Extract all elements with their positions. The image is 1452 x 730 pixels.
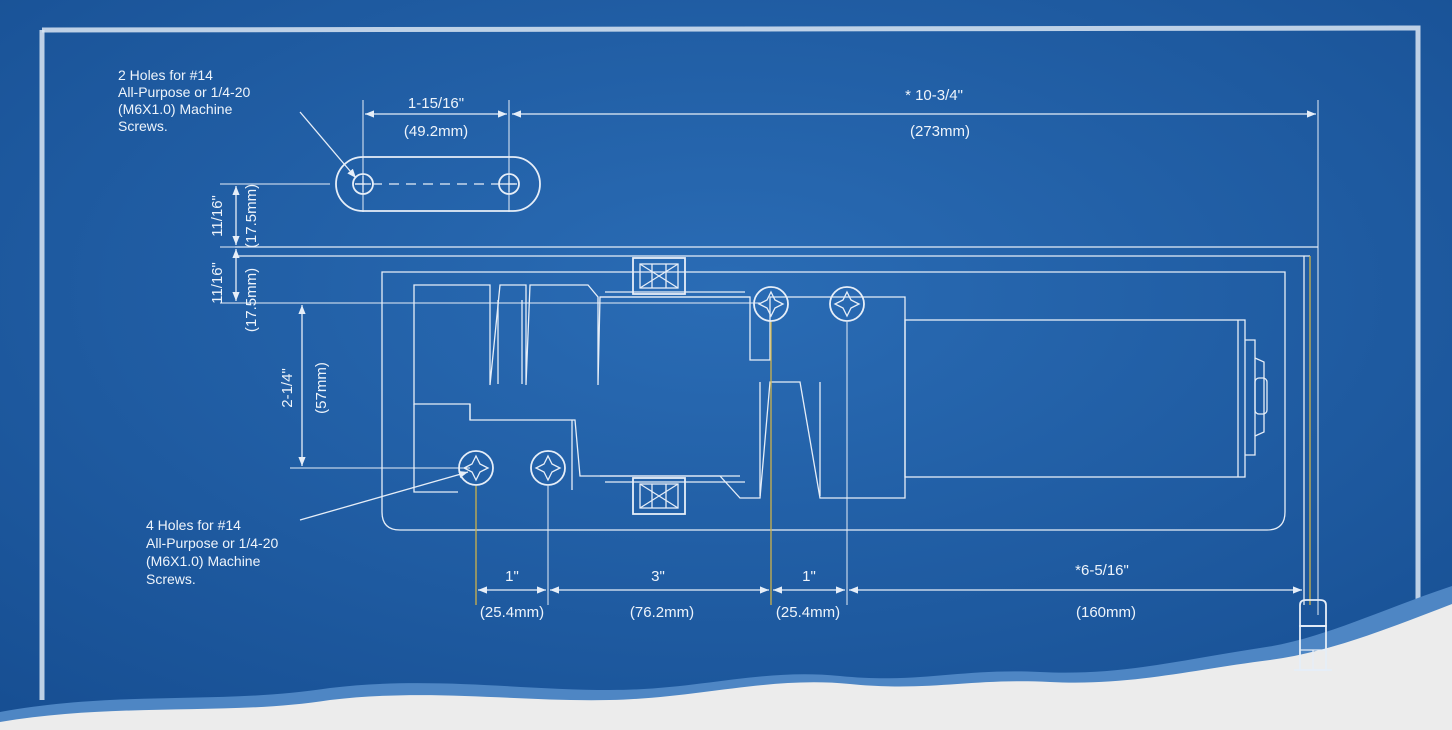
pinion-bottom: [632, 477, 686, 515]
dimension-slot-width: 1-15/16" (49.2mm): [362, 95, 510, 212]
note-bottom-line-3: (M6X1.0) Machine: [146, 553, 261, 569]
frame-border: [41, 25, 1421, 640]
dim-spacing-1-metric: (25.4mm): [480, 604, 544, 621]
note-top-line-3: (M6X1.0) Machine: [118, 101, 233, 117]
note-top-line-2: All-Purpose or 1/4-20: [118, 84, 251, 100]
note-top-line-4: Screws.: [118, 118, 168, 134]
dimension-hole-spacing-vertical: 2-1/4" (57mm): [279, 305, 470, 469]
dim-plate-offset-metric: (17.5mm): [243, 268, 260, 332]
dim-spacing-1-imperial: 1": [505, 568, 519, 585]
dim-spacing-2-metric: (76.2mm): [630, 604, 694, 621]
screw-hole-bottom-2: [530, 450, 566, 486]
dim-slot-height-metric: (17.5mm): [243, 184, 260, 248]
screw-hole-top-2: [829, 286, 865, 322]
dim-plate-offset-imperial: 11/16": [209, 262, 226, 304]
arm-rail: [235, 246, 1318, 605]
dim-overall-length-metric: (273mm): [910, 123, 970, 140]
dim-spacing-3-imperial: 1": [802, 568, 816, 585]
door-closer-body: [381, 271, 1286, 531]
note-bottom-line-2: All-Purpose or 1/4-20: [146, 535, 279, 551]
dimension-slot-height: 11/16" (17.5mm): [209, 183, 330, 248]
dim-arm-offset-metric: (160mm): [1076, 604, 1136, 621]
dim-vertical-imperial: 2-1/4": [279, 368, 296, 408]
note-top-holes: 2 Holes for #14 All-Purpose or 1/4-20 (M…: [118, 67, 357, 179]
dim-spacing-3-metric: (25.4mm): [776, 604, 840, 621]
dim-arm-offset-imperial: *6-5/16": [1075, 562, 1129, 579]
dimension-overall-length: * 10-3/4" (273mm): [512, 87, 1319, 615]
screw-hole-top-1: [753, 286, 789, 322]
dim-vertical-metric: (57mm): [313, 362, 330, 414]
arm-shoe: [1294, 599, 1332, 671]
dim-slot-width-imperial: 1-15/16": [408, 95, 464, 112]
note-bottom-line-4: Screws.: [146, 571, 196, 587]
dim-slot-width-metric: (49.2mm): [404, 123, 468, 140]
note-bottom-holes: 4 Holes for #14 All-Purpose or 1/4-20 (M…: [146, 471, 469, 587]
note-top-line-1: 2 Holes for #14: [118, 67, 213, 83]
pinion-top: [632, 257, 686, 295]
torn-paper: [0, 604, 1452, 730]
screw-hole-bottom-1: [458, 450, 494, 486]
dim-overall-length-imperial: * 10-3/4": [905, 87, 963, 104]
dimension-row-bottom: 1" (25.4mm) 3" (76.2mm) 1" (25.4mm) *6-5…: [478, 562, 1302, 621]
note-bottom-line-1: 4 Holes for #14: [146, 517, 241, 533]
dim-spacing-2-imperial: 3": [651, 568, 665, 585]
dim-slot-height-imperial: 11/16": [209, 195, 226, 237]
